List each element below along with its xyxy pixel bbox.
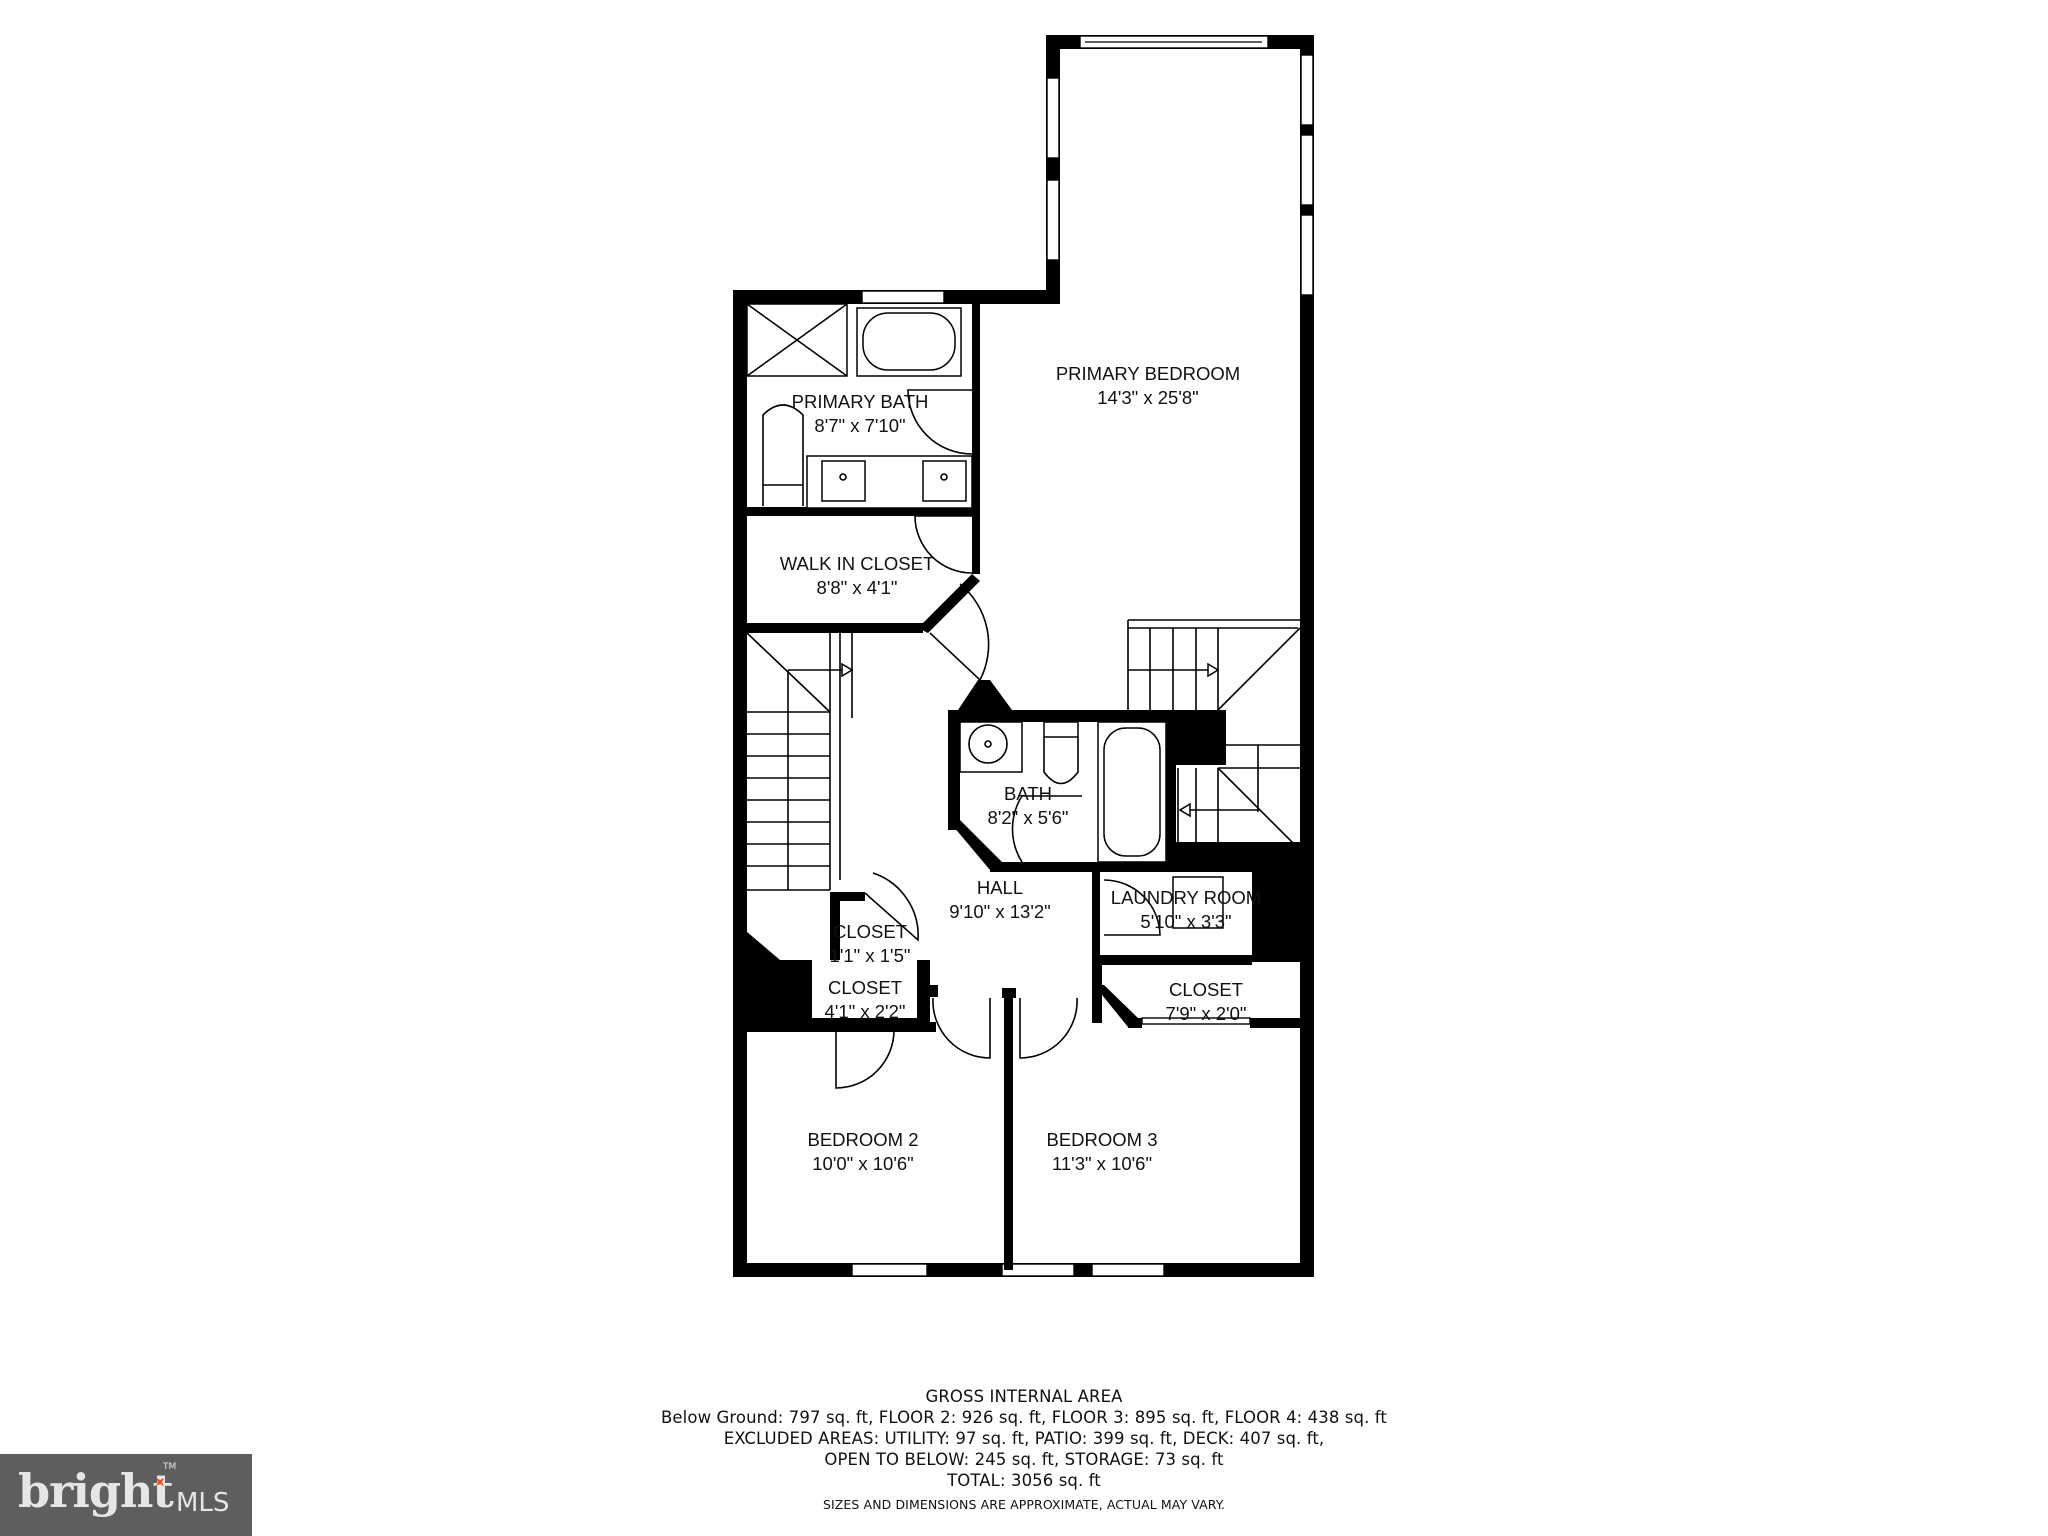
bright-mls-logo: bright TM MLS [0, 1454, 252, 1536]
room-dims-laundry-room: 5'10" x 3'3" [1140, 911, 1231, 932]
room-name-walk-in-closet: WALK IN CLOSET [780, 553, 935, 574]
area-excluded-cont: OPEN TO BELOW: 245 sq. ft, STORAGE: 73 s… [824, 1450, 1224, 1469]
outer-walls [733, 35, 1314, 1277]
logo-wordmark: bright [18, 1464, 174, 1518]
area-floors: Below Ground: 797 sq. ft, FLOOR 2: 926 s… [661, 1408, 1387, 1427]
room-name-closet-right: CLOSET [1169, 979, 1243, 1000]
room-name-laundry-room: LAUNDRY ROOM [1111, 887, 1261, 908]
area-title: GROSS INTERNAL AREA [925, 1387, 1123, 1406]
room-name-closet-left: CLOSET [828, 977, 902, 998]
disclaimer: SIZES AND DIMENSIONS ARE APPROXIMATE, AC… [822, 1497, 1226, 1512]
fixtures [746, 303, 1224, 929]
room-dims-bath: 8'2" x 5'6" [988, 807, 1069, 828]
room-dims-bedroom-3: 11'3" x 10'6" [1052, 1153, 1152, 1174]
staircase-left [746, 632, 854, 891]
room-dims-hall: 9'10" x 13'2" [949, 901, 1050, 922]
room-name-primary-bath: PRIMARY BATH [792, 391, 929, 412]
room-name-bedroom-2: BEDROOM 2 [807, 1129, 918, 1150]
logo-trademark: TM [163, 1462, 177, 1472]
area-excluded: EXCLUDED AREAS: UTILITY: 97 sq. ft, PATI… [723, 1429, 1325, 1448]
interior-walls [733, 300, 1314, 1270]
room-dims-bedroom-2: 10'0" x 10'6" [812, 1153, 913, 1174]
room-dims-primary-bath: 8'7" x 7'10" [814, 415, 905, 436]
room-labels: PRIMARY BEDROOM 14'3" x 25'8" PRIMARY BA… [780, 363, 1261, 1174]
room-dims-primary-bedroom: 14'3" x 25'8" [1097, 387, 1198, 408]
room-dims-closet-left: 4'1" x 2'2" [825, 1001, 906, 1022]
room-name-hall: HALL [977, 877, 1023, 898]
room-name-bedroom-3: BEDROOM 3 [1046, 1129, 1157, 1150]
area-total: TOTAL: 3056 sq. ft [947, 1471, 1101, 1490]
windows [851, 35, 1314, 1277]
logo-suffix: MLS [176, 1488, 230, 1518]
staircase-right [1127, 619, 1301, 851]
room-name-closet-small: CLOSET [833, 921, 907, 942]
room-dims-closet-small: 1'1" x 1'5" [830, 945, 911, 966]
room-name-bath: BATH [1004, 783, 1052, 804]
room-dims-walk-in-closet: 8'8" x 4'1" [817, 577, 898, 598]
room-name-primary-bedroom: PRIMARY BEDROOM [1056, 363, 1240, 384]
area-summary: GROSS INTERNAL AREA Below Ground: 797 sq… [0, 1386, 2048, 1515]
doors [835, 389, 1251, 1089]
room-dims-closet-right: 7'9" x 2'0" [1166, 1003, 1247, 1024]
